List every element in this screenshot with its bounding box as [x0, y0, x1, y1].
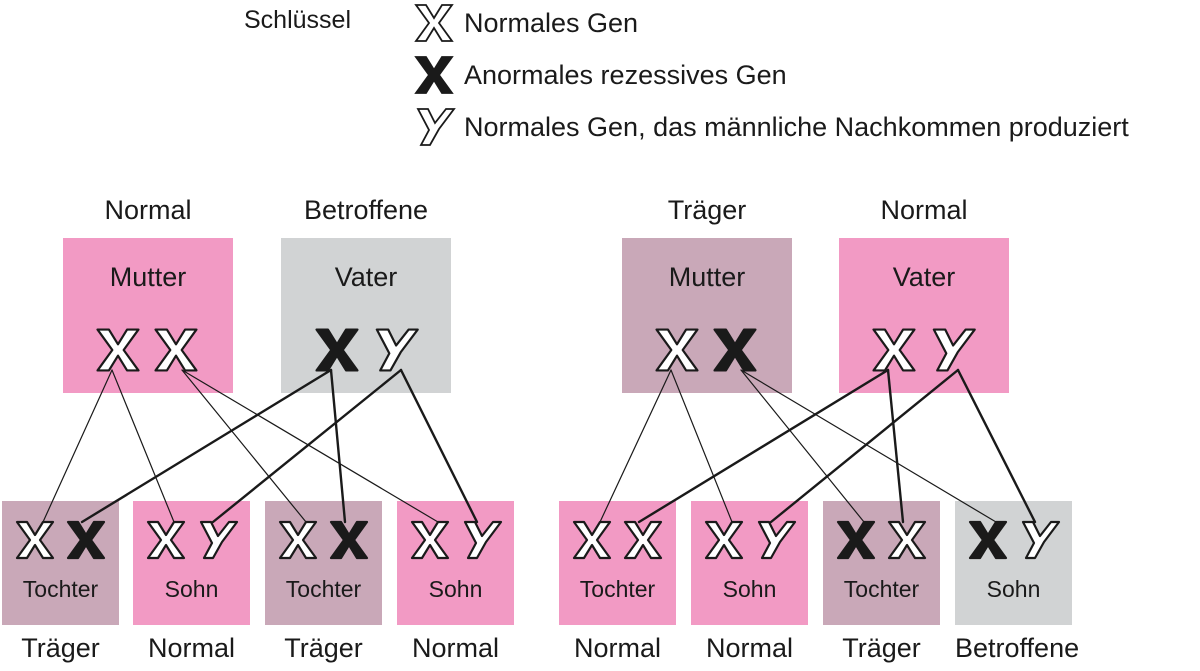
child-role: Sohn [164, 576, 219, 602]
child-role: Sohn [722, 576, 777, 602]
legend-item-abnormal-gene: Anormales rezessives Gen [412, 52, 787, 98]
inheritance-line [181, 369, 307, 523]
left-child-3-status: Träger [284, 633, 363, 663]
child-role: Tochter [579, 576, 656, 602]
right-mother-box: Mutter [622, 238, 792, 393]
x-normal-gene-icon [572, 520, 612, 560]
right-child-4-status: Betroffene [955, 633, 1080, 663]
y-normal-gene-icon [375, 328, 419, 372]
left-mother-status: Normal [104, 195, 192, 225]
y-normal-gene-icon [757, 520, 797, 560]
left-father-status: Betroffene [303, 195, 429, 225]
x-normal-gene-icon [704, 520, 744, 560]
parent-role: Vater [892, 262, 956, 292]
x-normal-gene-icon [410, 520, 450, 560]
inheritance-line [740, 369, 997, 523]
left-mother-box: Mutter [63, 238, 233, 393]
left-father-box: Vater [281, 238, 451, 393]
inheritance-line [886, 368, 905, 524]
left-child-4-status: Normal [411, 633, 499, 663]
inheritance-line [111, 369, 175, 523]
child-role: Sohn [986, 576, 1041, 602]
left-child-1-status: Träger [21, 633, 100, 663]
x-abnormal-gene-icon [66, 520, 106, 560]
inheritance-line [181, 369, 439, 523]
x-normal-gene-icon [278, 520, 318, 560]
inheritance-line [956, 368, 1037, 524]
x-normal-gene-icon [154, 328, 198, 372]
y-normal-gene-icon [932, 328, 976, 372]
x-abnormal-gene-icon [713, 328, 757, 372]
parent-role: Vater [334, 262, 398, 292]
legend-title: Schlüssel [244, 6, 351, 34]
right-child-2-status: Normal [705, 633, 793, 663]
legend-item-normal-gene: Normales Gen [412, 0, 638, 46]
right-mother-status: Träger [667, 195, 747, 225]
inheritance-line [670, 369, 733, 523]
x-normal-gene-icon [655, 328, 699, 372]
legend-label: Normales Gen [464, 7, 639, 38]
x-normal-gene-icon [96, 328, 140, 372]
right-father-status: Normal [880, 195, 968, 225]
right-father-box: Vater [839, 238, 1009, 393]
x-normal-gene-icon [623, 520, 663, 560]
legend-label: Normales Gen, das männliche Nachkommen p… [464, 111, 1129, 142]
right-child-3-status: Träger [842, 633, 921, 663]
inheritance-line [399, 368, 479, 524]
y-normal-gene-icon [463, 520, 503, 560]
inheritance-line [740, 369, 865, 523]
inheritance-line [329, 368, 347, 524]
inheritance-line [599, 369, 672, 523]
inheritance-line [637, 368, 890, 524]
parent-role: Mutter [109, 262, 187, 292]
child-role: Tochter [843, 576, 920, 602]
child-role: Tochter [22, 576, 99, 602]
x-abnormal-gene-icon [329, 520, 369, 560]
inheritance-line [42, 369, 113, 523]
x-abnormal-gene-icon [836, 520, 876, 560]
legend-label: Anormales rezessives Gen [464, 59, 787, 90]
x-normal-gene-icon [872, 328, 916, 372]
child-role: Sohn [428, 576, 483, 602]
y-normal-gene-icon [199, 520, 239, 560]
x-normal-gene-icon [15, 520, 55, 560]
x-abnormal-gene-icon [968, 520, 1008, 560]
x-normal-gene-icon [887, 520, 927, 560]
x-abnormal-gene-icon [315, 328, 359, 372]
right-child-1-status: Normal [573, 633, 661, 663]
inheritance-line [769, 368, 960, 524]
legend-item-y-gene: Normales Gen, das männliche Nachkommen p… [412, 104, 1129, 150]
parent-role: Mutter [668, 262, 746, 292]
left-child-2-status: Normal [147, 633, 235, 663]
y-normal-gene-icon [1021, 520, 1061, 560]
x-normal-gene-icon [146, 520, 186, 560]
inheritance-line [80, 368, 333, 524]
inheritance-line [211, 368, 403, 524]
child-role: Tochter [285, 576, 362, 602]
